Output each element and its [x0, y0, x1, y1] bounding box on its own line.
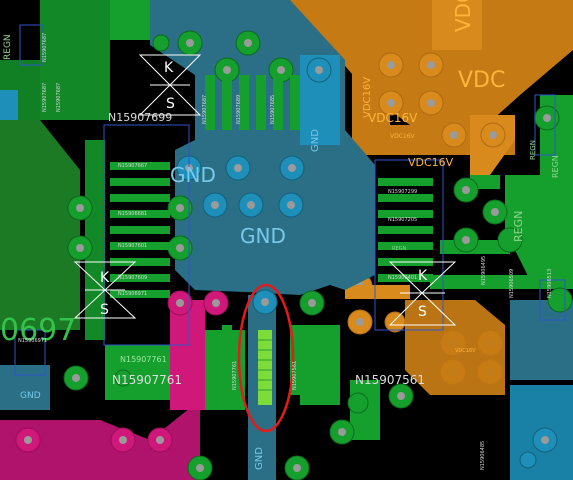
- silkscreen-outlines: [14, 24, 566, 376]
- pad-label-top-3: N15907685: [270, 95, 276, 124]
- pad-label-n15907687-c: N15907687: [42, 83, 48, 112]
- pad-label-n15906513: N15906513: [547, 269, 553, 298]
- pad-label-top-2: N15907689: [236, 95, 242, 124]
- signal-via-holes: [72, 39, 551, 472]
- regn-label-top-right: REGN: [551, 155, 560, 178]
- pad-label-n15907667: N15907667: [118, 163, 147, 169]
- pink-net-plane[interactable]: [0, 400, 200, 480]
- green-strip-left[interactable]: [40, 0, 110, 120]
- pad-label-n15907687-a: N15907687: [42, 33, 48, 62]
- gnd-via-holes: [185, 66, 549, 444]
- green-plane-left[interactable]: [0, 120, 80, 330]
- vdc16v-label-vert: VDC16V: [362, 77, 373, 118]
- gnd-label-center-1: GND: [170, 163, 216, 187]
- vdc-label-plate: [432, 0, 482, 50]
- net-0697-big: 0697: [0, 313, 76, 348]
- gnd-label-top: GND: [310, 129, 321, 152]
- gnd-label-center-2: GND: [240, 224, 286, 248]
- net-name-labels: N15907761 N15907561 N15907699 0697 N1590…: [0, 111, 425, 387]
- ic-pads-left[interactable]: [110, 162, 170, 298]
- diode-symbol-top: [138, 54, 202, 116]
- vdc-trace-lower[interactable]: [345, 285, 410, 299]
- diode-k-left: K: [100, 270, 110, 286]
- diode-s-right: S: [418, 304, 427, 320]
- pad-label-top-1: N15907687: [202, 95, 208, 124]
- ic-pads-top[interactable]: [205, 75, 300, 130]
- pad-label-n15906401: N15906401: [388, 275, 417, 281]
- regn-label-mid: REGN: [392, 246, 407, 252]
- gnd-label-left: GND: [20, 391, 41, 401]
- gnd-labels: GND GND GND GND GND: [20, 129, 321, 470]
- gnd-trace-right[interactable]: [510, 300, 573, 380]
- pad-label-n15907601: N15907601: [118, 243, 147, 249]
- regn-label-right: REGN: [512, 211, 525, 242]
- pad-label-n15907205: N15907205: [388, 217, 417, 223]
- pad-label-n15907687-b: N15907687: [56, 83, 62, 112]
- pad-label-n15907761-v: N15907761: [232, 361, 238, 390]
- net-n15907761: N15907761: [112, 373, 182, 387]
- diode-k-top: K: [164, 60, 174, 76]
- diode-s-left: S: [100, 302, 109, 318]
- net-n15906971: N15906971: [18, 338, 47, 344]
- vdc16v-label-1: VDC16V: [368, 111, 418, 125]
- vdc16v-label-3: VDC16V: [390, 133, 416, 140]
- gnd-pad-top-left[interactable]: [0, 90, 18, 120]
- diode-s-top: S: [166, 96, 175, 112]
- regn-label-right-small: REGN: [529, 140, 537, 160]
- diode-symbol-right: [388, 261, 457, 326]
- green-trace-right-2[interactable]: [430, 275, 573, 289]
- regn-label-left: REGN: [3, 34, 13, 60]
- vdc16v-label-tiny: VDC16V: [455, 348, 476, 354]
- regn-labels: REGN REGN REGN REGN REGN: [3, 34, 560, 252]
- diode-k-right: K: [418, 268, 428, 284]
- pad-label-n15906681: N15906681: [118, 211, 147, 217]
- vdc-label-big: VDC: [458, 68, 505, 93]
- net-n15907561: N15907561: [355, 373, 425, 387]
- net-labels: K S K S K S: [100, 60, 428, 320]
- pad-label-n15906495: N15906495: [481, 256, 487, 285]
- pad-label-n15906509: N15906509: [509, 269, 515, 298]
- pad-label-n15906971-b: N15906971: [118, 291, 147, 297]
- vdc16v-label-2: VDC16V: [408, 156, 454, 169]
- net-n15907761-small: N15907761: [120, 355, 167, 364]
- highlighted-gnd-pad[interactable]: [258, 330, 272, 405]
- pad-label-n15906485: N15906485: [480, 441, 486, 470]
- vdc-right-pad-lower[interactable]: [405, 300, 505, 395]
- green-strip-top[interactable]: [110, 0, 150, 40]
- pad-label-n15907299: N15907299: [388, 189, 417, 195]
- pad-label-n15907561-v: N15907561: [292, 361, 298, 390]
- pink-via-holes: [24, 299, 220, 444]
- vdc-labels: VDC VDC VDC16V VDC16V VDC16V VDC16V VDC1…: [362, 0, 505, 354]
- pad-net-labels: N15907687 N15907687 N15907687 N15907667 …: [42, 33, 553, 470]
- net-n15907699: N15907699: [108, 111, 172, 124]
- gnd-trace-left[interactable]: [0, 365, 50, 410]
- highlighted-pad-hatch: [258, 339, 272, 391]
- green-block-bottom-mid[interactable]: [300, 325, 340, 405]
- diode-symbol-left: [73, 261, 137, 319]
- ic-pads-bottom[interactable]: [222, 325, 317, 395]
- gnd-label-bottom: GND: [254, 447, 265, 470]
- red-highlight-ring: [237, 283, 295, 433]
- vdc-label-corner: VDC: [451, 0, 475, 32]
- pink-trace-vertical[interactable]: [170, 300, 205, 410]
- pad-label-n15907609: N15907609: [118, 275, 147, 281]
